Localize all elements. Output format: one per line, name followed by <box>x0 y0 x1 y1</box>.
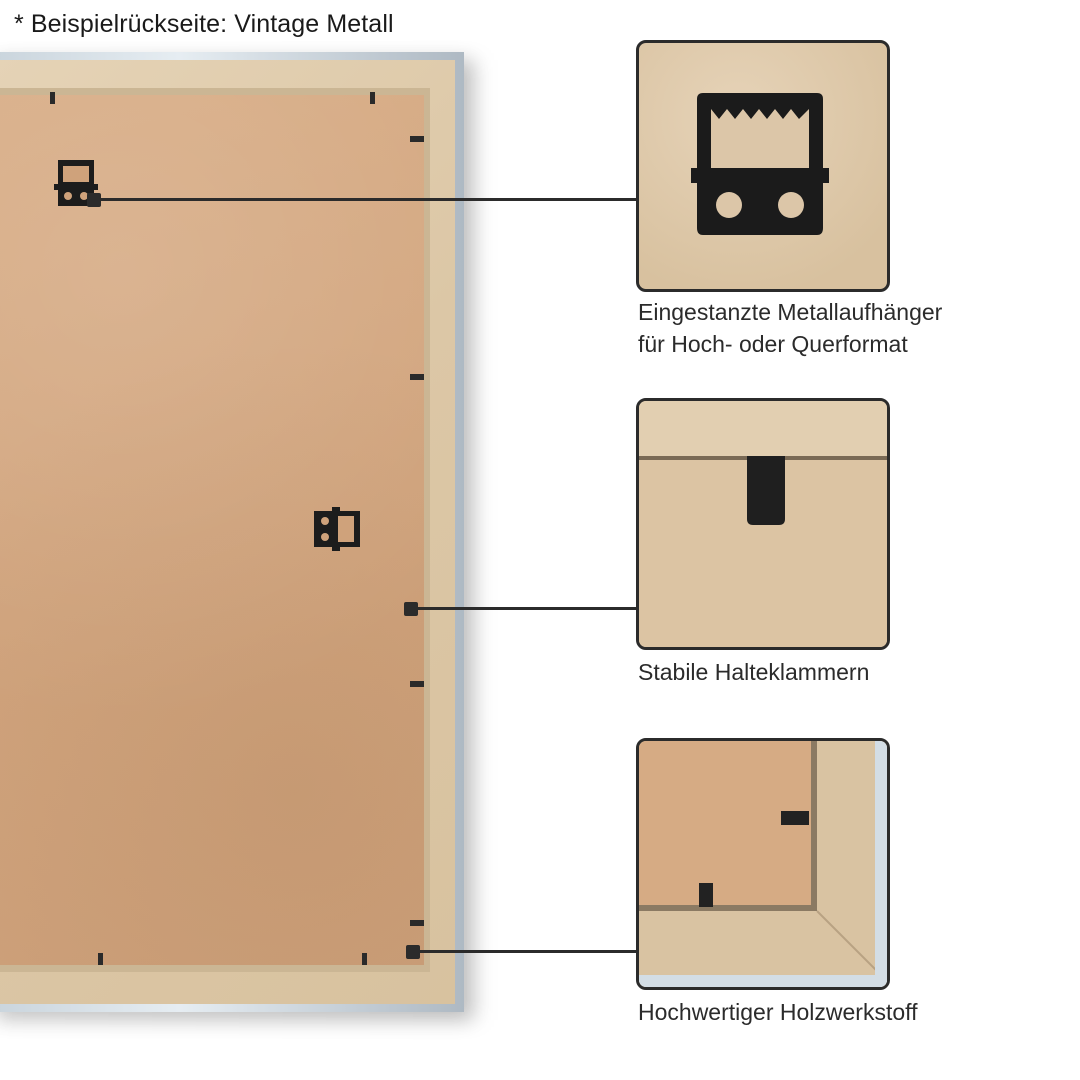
edge-clip <box>410 374 424 380</box>
sawtooth-hanger-icon <box>314 507 360 551</box>
edge-clip <box>370 92 375 104</box>
edge-clip <box>98 953 103 965</box>
edge-clip <box>410 920 424 926</box>
callout-line-1 <box>100 198 636 201</box>
edge-clip <box>410 136 424 142</box>
callout-marker-2 <box>404 602 418 616</box>
detail-panel-hanger <box>636 40 890 292</box>
feature-caption-line: Eingestanzte Metallaufhänger <box>638 299 943 325</box>
callout-marker-3 <box>406 945 420 959</box>
edge-clip <box>410 681 424 687</box>
wood-corner-icon <box>639 741 887 987</box>
edge-clip <box>362 953 367 965</box>
feature-caption-line: Hochwertiger Holzwerkstoff <box>638 999 918 1025</box>
edge-clip <box>50 92 55 104</box>
callout-line-3 <box>420 950 636 953</box>
detail-panel-wood <box>636 738 890 990</box>
callout-marker-1 <box>87 193 101 207</box>
detail-panel-clip <box>636 398 890 650</box>
feature-caption-hanger: Eingestanzte Metallaufhänger für Hoch- o… <box>638 296 942 360</box>
feature-caption-wood: Hochwertiger Holzwerkstoff <box>638 996 918 1028</box>
feature-caption-clip: Stabile Halteklammern <box>638 656 869 688</box>
retaining-clip-icon <box>639 401 887 647</box>
feature-caption-line: Stabile Halteklammern <box>638 659 870 685</box>
callout-line-2 <box>418 607 636 610</box>
feature-caption-line: für Hoch- oder Querformat <box>638 331 908 357</box>
sawtooth-hanger-icon <box>691 93 829 235</box>
page-title: * Beispielrückseite: Vintage Metall <box>14 10 394 38</box>
